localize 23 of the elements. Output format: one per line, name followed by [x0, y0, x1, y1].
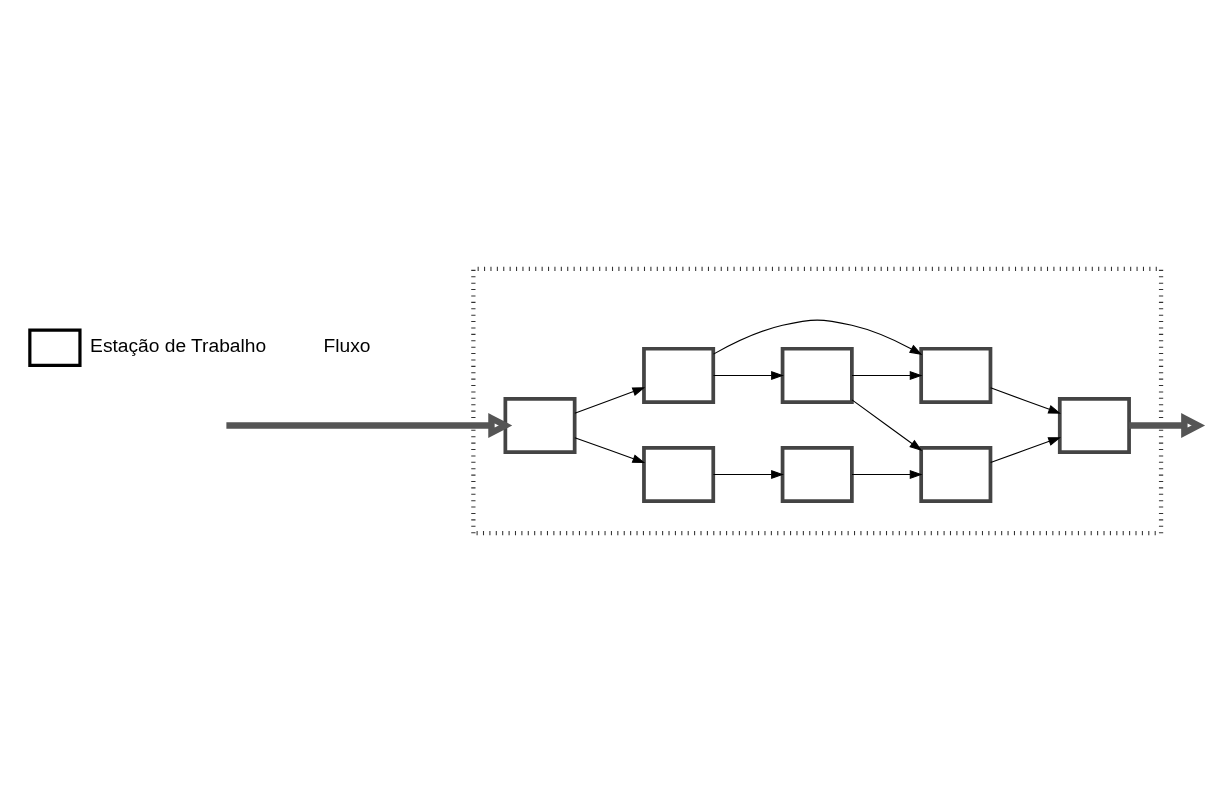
node-box	[780, 346, 854, 404]
arrow	[990, 436, 1062, 463]
node-box	[919, 445, 993, 503]
node-box	[503, 396, 577, 454]
node-box	[1057, 396, 1131, 454]
arrow	[712, 469, 784, 479]
arrow	[712, 370, 784, 380]
arrow	[1129, 412, 1206, 438]
arrow	[851, 469, 923, 479]
node-box	[780, 445, 854, 503]
arrow	[226, 412, 513, 438]
arrow	[851, 370, 923, 380]
node-box	[919, 346, 993, 404]
node-box	[642, 445, 716, 503]
node-box	[642, 346, 716, 404]
arrow	[851, 398, 923, 451]
legend-label: Estação de Trabalho	[90, 334, 267, 356]
arrow	[574, 436, 646, 463]
arrow	[574, 386, 646, 414]
legend-label: Fluxo	[323, 334, 371, 356]
arrow	[990, 386, 1062, 414]
cluster	[471, 266, 1164, 535]
arrow	[712, 319, 923, 355]
